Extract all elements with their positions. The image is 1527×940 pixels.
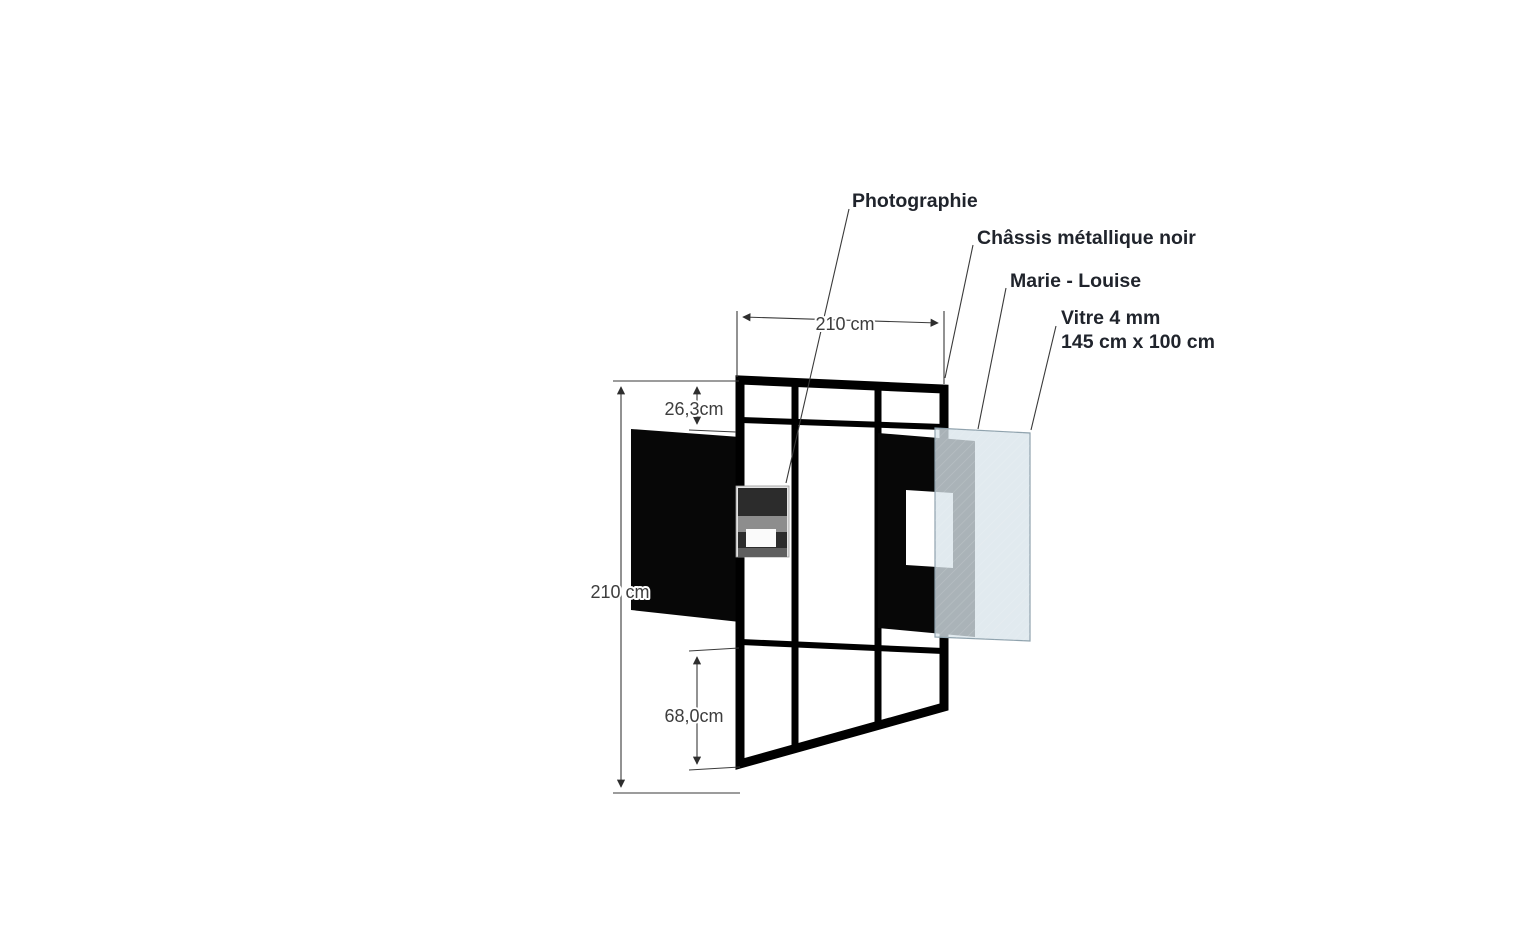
photo-image-white-detail <box>746 529 776 547</box>
photo-image-bottom-strip <box>738 548 787 557</box>
label-chassis: Châssis métallique noir <box>977 227 1196 249</box>
glass-hatch-texture <box>935 428 1030 641</box>
leader-vitre <box>1030 325 1057 431</box>
dimension-labels: 210 cm 26,3cm 210 cm 68,0cm <box>588 312 876 728</box>
label-photographie: Photographie <box>852 190 978 212</box>
label-vitre-line2: 145 cm x 100 cm <box>1061 331 1215 353</box>
backing-panel <box>631 429 740 622</box>
ext-line-lower-offset-bottom <box>688 766 741 771</box>
frame-bottom-rail <box>740 639 944 654</box>
leader-marie-louise <box>977 287 1007 430</box>
label-vitre-line1: Vitre 4 mm <box>1061 307 1160 329</box>
ext-line-lower-offset-top <box>688 647 740 652</box>
dim-arrow-top-width <box>742 313 939 327</box>
label-marie-louise: Marie - Louise <box>1010 270 1141 292</box>
frame-top-rail <box>740 417 944 430</box>
dim-top-offset: 26,3cm <box>664 399 723 419</box>
photo-thumbnail <box>735 485 790 558</box>
leader-chassis <box>944 244 974 379</box>
photo-image-gray-band <box>738 516 787 532</box>
callout-labels: Photographie Châssis métallique noir Mar… <box>852 190 1215 353</box>
ext-line-upper-offset-bottom <box>688 429 737 433</box>
glass-panel <box>934 427 1031 642</box>
dim-bottom-offset: 68,0cm <box>664 706 723 726</box>
leader-photographie <box>785 208 850 484</box>
dim-left-height: 210 cm <box>590 582 649 602</box>
leader-lines <box>785 208 1057 484</box>
dimension-lines <box>613 311 945 794</box>
dim-top-width: 210 cm <box>815 314 874 334</box>
